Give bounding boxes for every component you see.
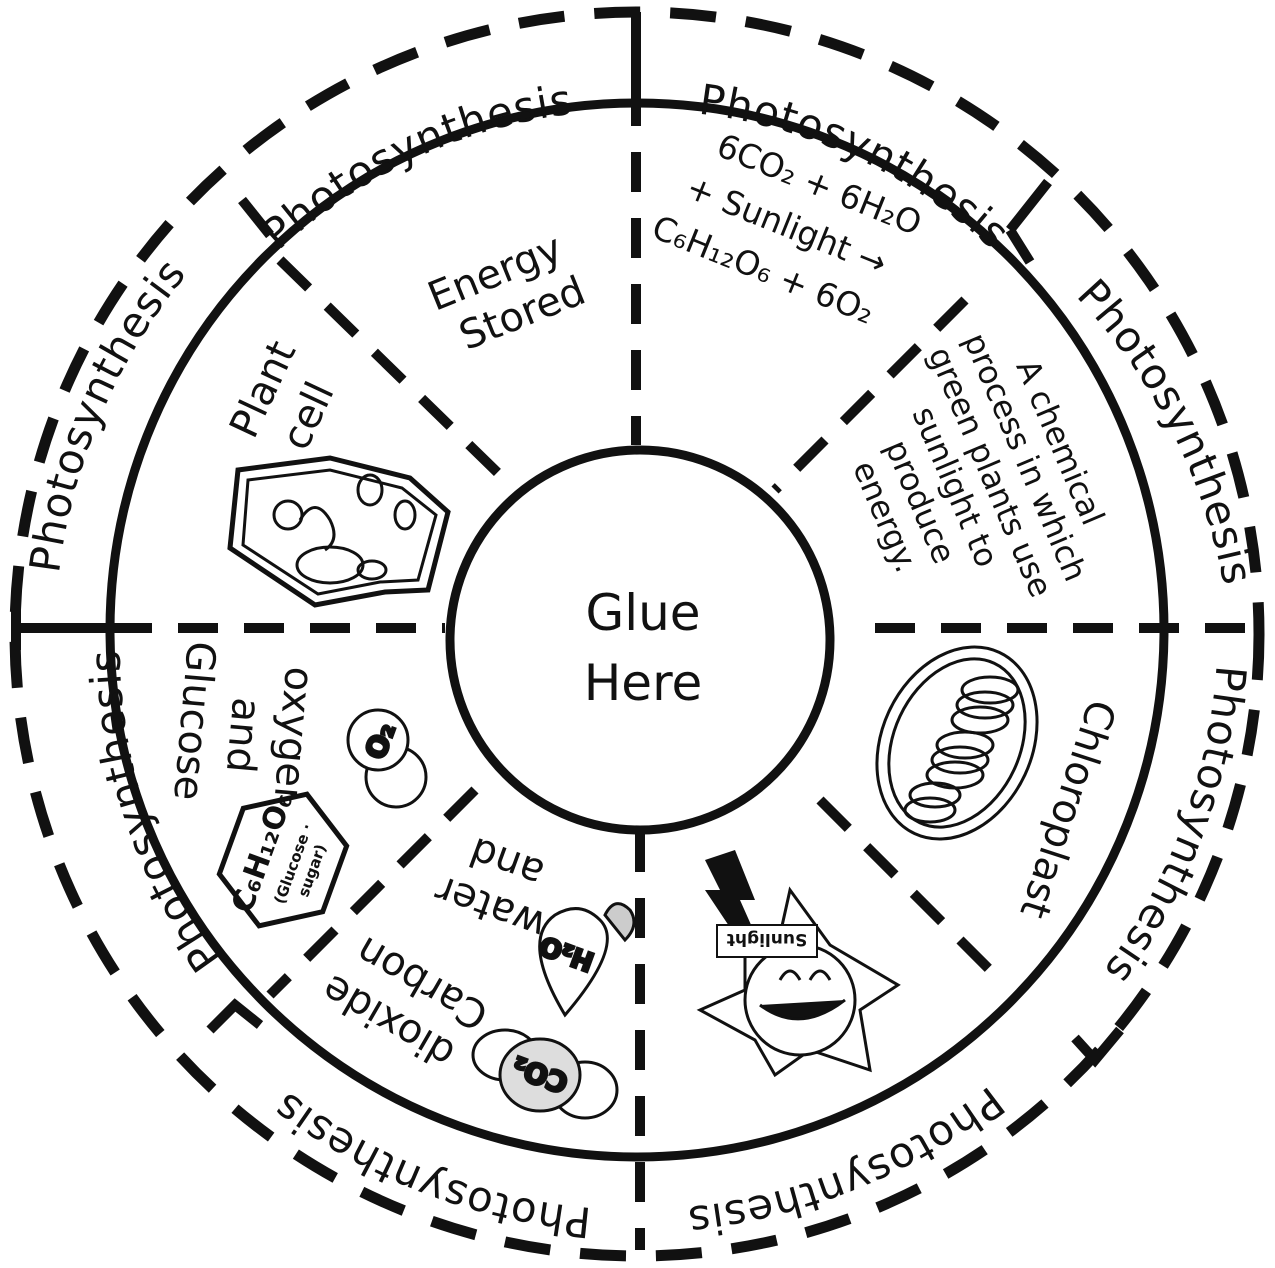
glue-here-line1: Glue — [585, 584, 700, 642]
o2-molecule-icon: O₂ — [346, 708, 428, 809]
h2o-drop-icon: H₂O — [534, 902, 636, 1018]
energy-stored-label: Energy Stored — [422, 225, 592, 359]
carbon-dioxide-label: dioxide Carbon — [314, 927, 496, 1077]
glue-circle — [445, 445, 835, 835]
co2-molecule-icon: CO₂ — [471, 1028, 619, 1120]
svg-text:Sunlight: Sunlight — [727, 929, 808, 949]
svg-text:Chloroplast: Chloroplast — [1011, 694, 1125, 924]
outer-label-top-left: Photosynthesis — [252, 75, 575, 259]
plant-cell-icon — [227, 455, 451, 608]
radial-dividers — [112, 20, 1260, 1250]
chloroplast-icon — [875, 645, 1039, 841]
glucose-oxygen-label: oxygen and Glucose — [164, 640, 322, 815]
svg-text:Glucose: Glucose — [164, 640, 224, 803]
glue-here-line2: Here — [584, 654, 703, 712]
sunlight-tag: Sunlight — [716, 924, 818, 958]
outer-label-right-top: Photosynthesis — [1068, 270, 1262, 589]
svg-text:and: and — [217, 696, 269, 775]
outer-separators — [11, 12, 1124, 1068]
plant-cell-label: Plant cell — [221, 334, 344, 457]
definition-label: A chemical process in which green plants… — [845, 327, 1112, 602]
glucose-molecule-icon: C₆H₁₂O₆ (Glucose · sugar) — [216, 788, 350, 929]
chloroplast-label: Chloroplast — [1011, 694, 1125, 924]
